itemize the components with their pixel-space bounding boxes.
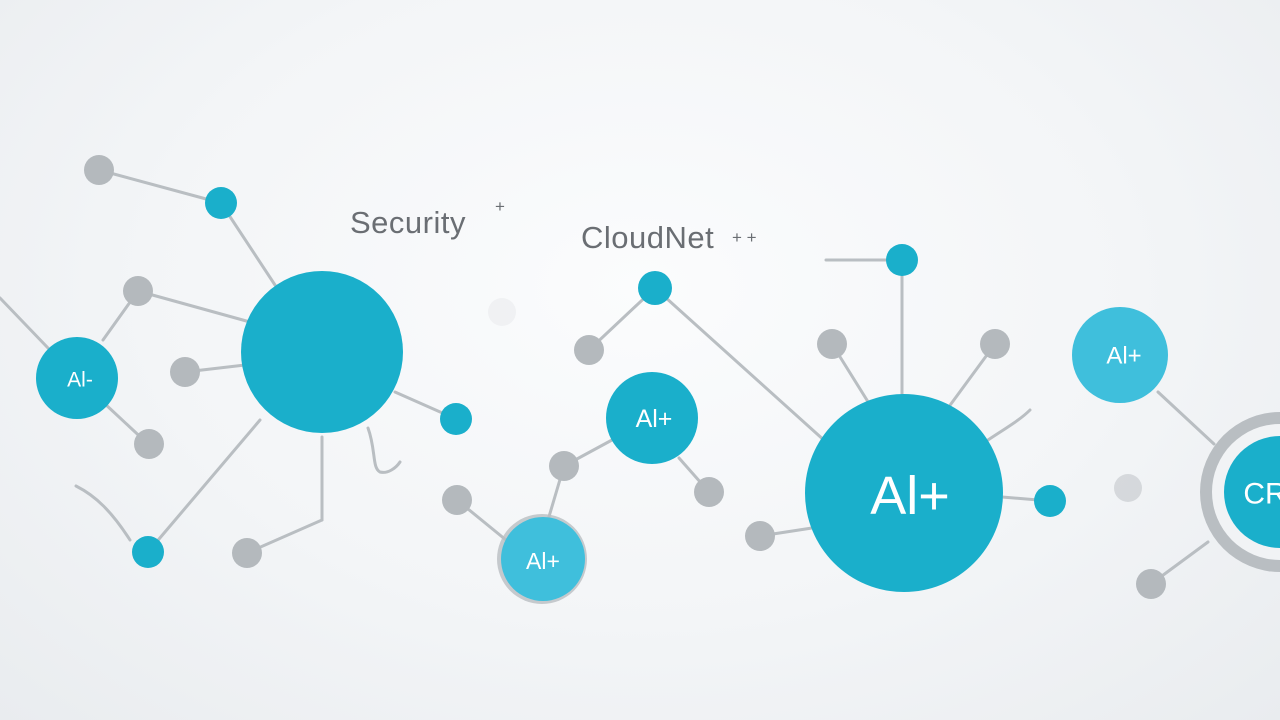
satellite-node [817,329,847,359]
cloudnet-plus-mark: + + [732,228,757,247]
link-line [653,286,828,444]
hub-label: Al- [67,369,93,392]
link-line [1156,390,1216,446]
link-line [97,168,223,205]
satellite-node [134,429,164,459]
satellite-node [84,155,114,185]
hub-node-bottom-small: Al+ [497,514,587,604]
link-curve [74,484,132,542]
hub-node-right-small: Al+ [1072,307,1168,403]
teal-nodes [132,187,1066,568]
teal-node [638,271,672,305]
hub-circle [501,517,585,601]
hub-label: Al+ [636,405,673,433]
satellite-node [170,357,200,387]
teal-node [886,244,918,276]
teal-node [132,536,164,568]
satellite-nodes [84,155,1166,599]
hub-label: CR [1243,478,1280,511]
hub-node-main: Al+ [805,394,1003,592]
cloudnet-label: CloudNet [581,220,714,255]
satellite-node-faint [1114,474,1142,502]
teal-node [440,403,472,435]
satellite-node [745,521,775,551]
hub-node-edge: CR [1200,412,1280,572]
link-line [0,296,50,350]
satellite-node-faint [488,298,516,326]
link-line [136,289,252,324]
teal-node [205,187,237,219]
satellite-node [980,329,1010,359]
satellite-node [574,335,604,365]
hub-label: Al+ [870,466,950,526]
hub-label: Al+ [526,548,560,574]
link-curve [366,426,402,474]
satellite-node [549,451,579,481]
hub-circle [1072,307,1168,403]
hub-node-center-small: Al+ [606,372,698,464]
satellite-node [1136,569,1166,599]
security-label: Security [350,205,466,240]
hub-circle [805,394,1003,592]
hub-node-large [241,271,403,433]
satellite-node [232,538,262,568]
hub-circle [36,337,118,419]
link-line [146,418,262,554]
hub-label: Al+ [1106,343,1141,370]
hub-node-left: Al- [36,337,118,419]
link-line [219,201,277,287]
hub-circle [1224,436,1280,548]
satellite-node [442,485,472,515]
security-plus-mark: + [495,197,505,216]
link-curve [986,408,1032,442]
teal-node [1034,485,1066,517]
satellite-node [123,276,153,306]
satellite-node [694,477,724,507]
hub-circle [606,372,698,464]
